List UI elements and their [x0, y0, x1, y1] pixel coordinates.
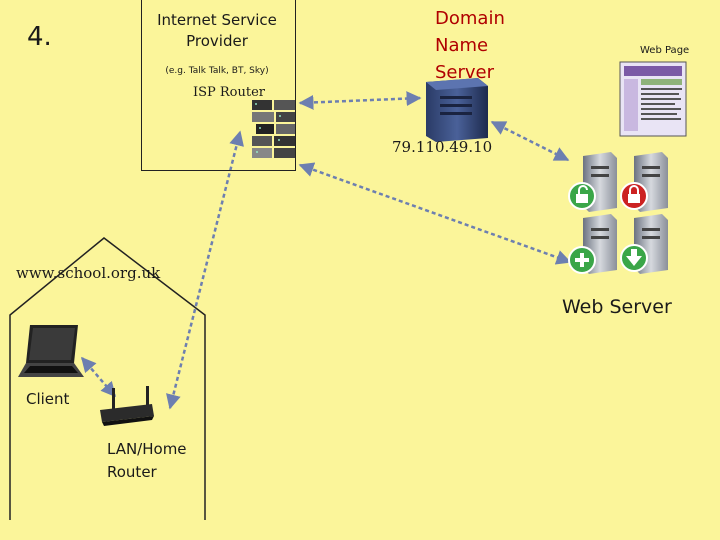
connector-dns-webserver — [490, 120, 570, 162]
unlock-icon — [568, 182, 596, 210]
download-icon — [620, 244, 648, 272]
wireless-router-icon — [100, 386, 154, 426]
client-label: Client — [26, 390, 70, 408]
slide-number: 4. — [27, 22, 52, 52]
isp-router-label: ISP Router — [192, 85, 266, 100]
isp-box — [141, 0, 296, 171]
lan-router-label: LAN/Home Router — [107, 440, 187, 481]
connectors — [81, 91, 572, 410]
connector-isp-webserver — [298, 162, 572, 265]
dns-server-icon — [426, 78, 488, 142]
connector-isp-dns — [298, 91, 422, 110]
dns-title: Domain Name Server — [435, 8, 505, 83]
dns-ip-address: 79.110.49.10 — [392, 138, 493, 156]
web-server-icon — [568, 152, 668, 274]
isp-example: (e.g. Talk Talk, BT, Sky) — [165, 66, 269, 76]
connector-client-lan — [81, 356, 116, 398]
web-page-label: Web Page — [640, 45, 690, 56]
lock-icon — [620, 182, 648, 210]
connector-lan-isp — [166, 130, 244, 410]
house-url: www.school.org.uk — [16, 264, 161, 282]
isp-title: Internet Service Provider — [157, 11, 277, 50]
server-rack-icon — [252, 100, 296, 158]
web-server-label: Web Server — [562, 296, 672, 318]
laptop-icon — [18, 325, 84, 377]
web-page-thumbnail — [619, 61, 687, 137]
add-icon — [568, 246, 596, 274]
